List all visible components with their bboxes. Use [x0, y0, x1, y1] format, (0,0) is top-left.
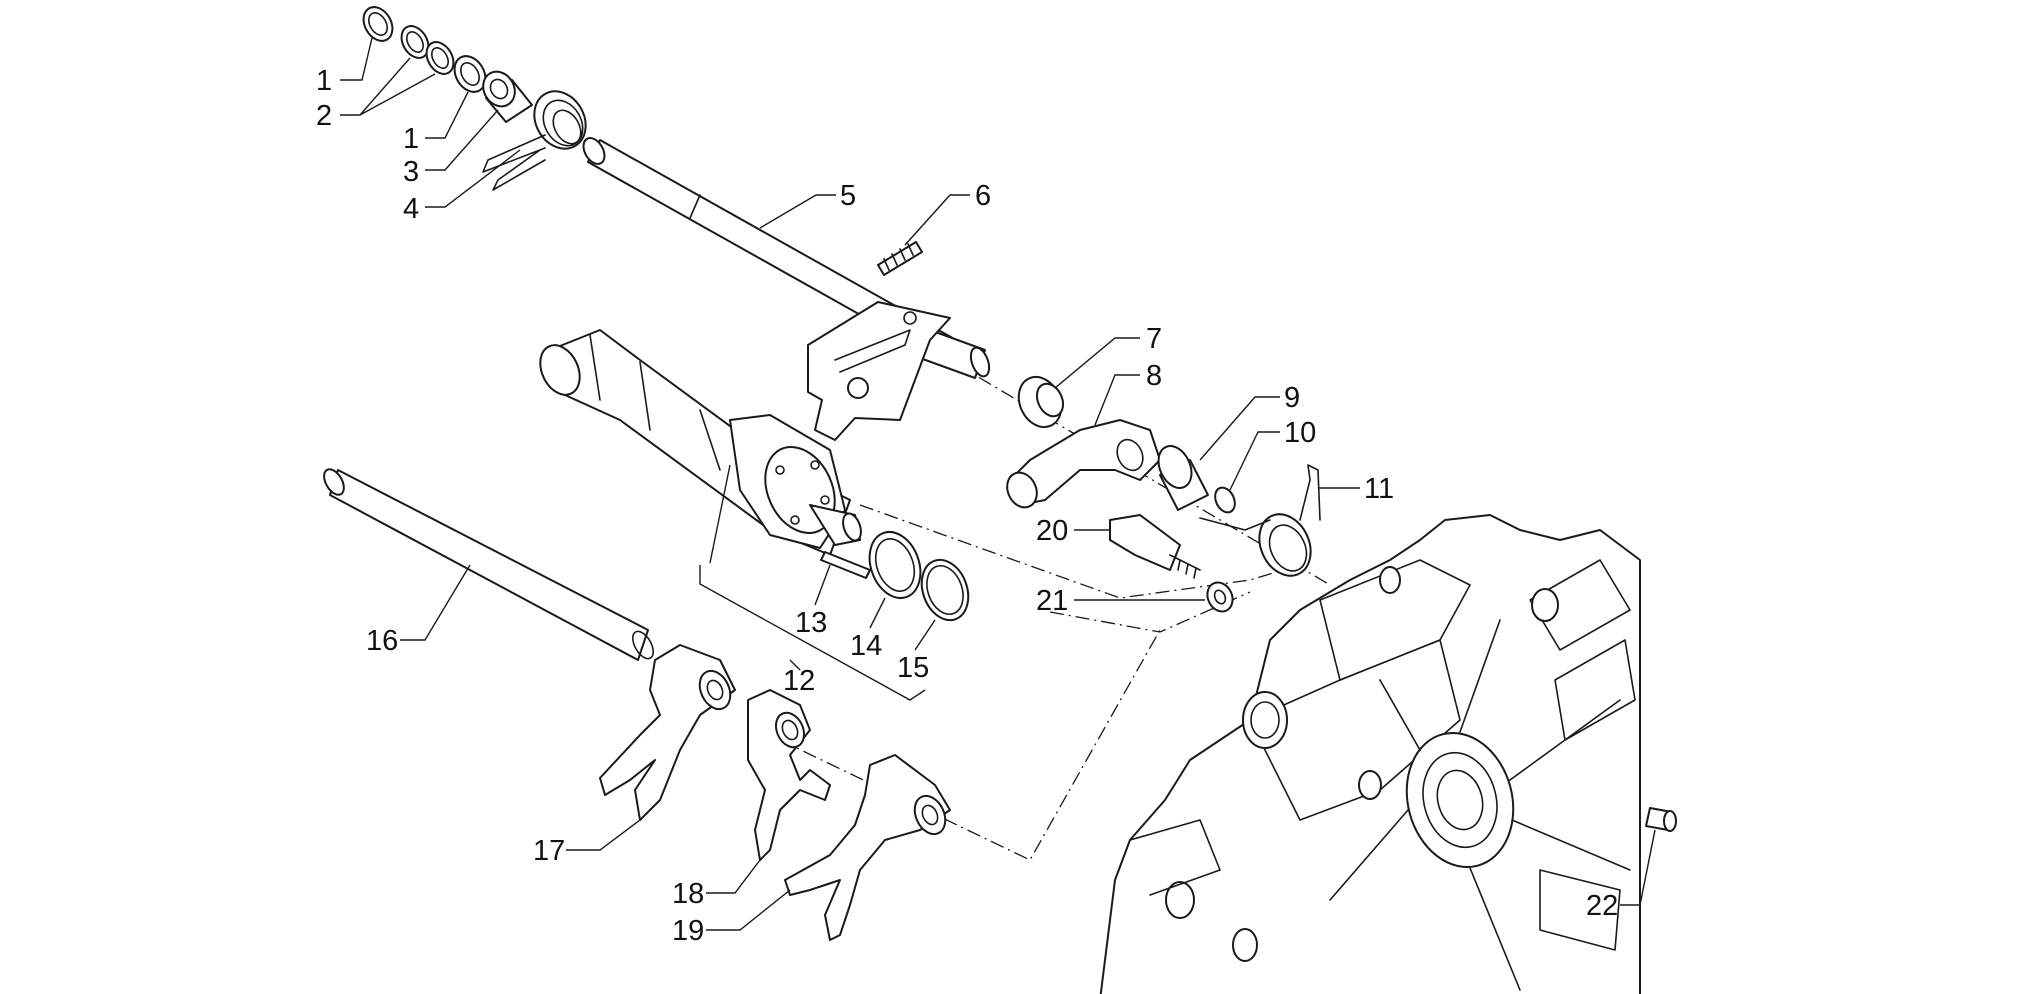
callout-20: 20: [1036, 515, 1068, 547]
circlip-part-2-b: [425, 41, 455, 75]
callout-14: 14: [850, 630, 882, 662]
callout-15: 15: [897, 652, 929, 684]
circlip-part-10: [1214, 486, 1236, 514]
gearshift-shaft-part-5: [582, 137, 991, 379]
shift-fork-part-19: [784, 754, 951, 941]
callout-8: 8: [1146, 360, 1162, 392]
callout-22: 22: [1586, 890, 1618, 922]
pin-part-13: [820, 551, 871, 579]
callout-5: 5: [840, 180, 856, 212]
callout-leaders: [340, 37, 1656, 931]
gearbox-housing: [1099, 514, 1641, 994]
dowel-part-22: [1645, 807, 1677, 832]
callout-2: 2: [316, 100, 332, 132]
callout-12: 12: [783, 665, 815, 697]
circlip-part-15: [920, 558, 970, 622]
callout-19: 19: [672, 915, 704, 947]
torsion-spring-part-4: [482, 90, 587, 191]
callout-17: 17: [533, 835, 565, 867]
callout-3: 3: [403, 156, 419, 188]
ring-part-1-lower: [453, 55, 487, 93]
shift-fork-part-17: [599, 644, 736, 821]
callout-10: 10: [1284, 417, 1316, 449]
washer-part-7: [1017, 375, 1065, 429]
callout-labels: 1 2 1 3 4 5 6 7 8 9 10 11 20 21 13 14 15…: [316, 65, 1618, 947]
callout-4: 4: [403, 193, 419, 225]
spring-part-6: [877, 241, 923, 276]
callout-21: 21: [1036, 585, 1068, 617]
callout-9: 9: [1284, 382, 1300, 414]
callout-13: 13: [795, 607, 827, 639]
callout-11: 11: [1364, 473, 1394, 505]
return-spring-part-11: [1199, 464, 1321, 577]
shift-fork-part-18: [747, 689, 831, 861]
fork-rod-part-16: [323, 468, 655, 661]
selector-plate: [807, 301, 951, 441]
callout-1-lower: 1: [403, 123, 419, 155]
callout-6: 6: [975, 180, 991, 212]
lever-part-8: [1006, 419, 1161, 509]
washer-part-21: [1206, 581, 1234, 613]
sleeve-part-9: [1157, 445, 1209, 511]
callout-1-top: 1: [316, 65, 332, 97]
circlip-part-2-a: [400, 25, 430, 59]
callout-16: 16: [366, 625, 398, 657]
ring-part-14: [868, 531, 922, 599]
callout-7: 7: [1146, 323, 1162, 355]
stud-bolt-part-20: [1109, 514, 1201, 579]
callout-18: 18: [672, 878, 704, 910]
ring-part-1-top: [362, 6, 394, 42]
selector-drum-part-12: [539, 329, 862, 556]
